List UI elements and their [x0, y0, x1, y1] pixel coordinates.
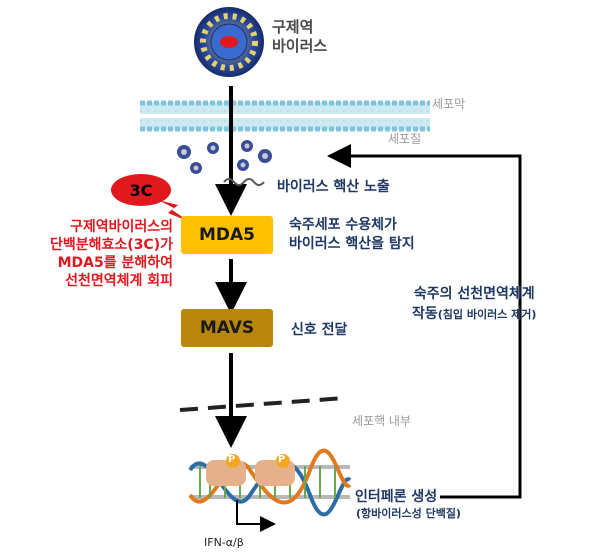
protease-3c-badge: 3C — [111, 174, 171, 206]
nucleus-inside-label: 세포핵 내부 — [352, 414, 412, 428]
virus-particle-icon — [194, 7, 264, 77]
protease-line3: MDA5를 분해하여 — [57, 255, 173, 271]
nuclear-membrane — [179, 396, 346, 412]
transcription-start-arrow — [236, 500, 276, 532]
protease-line2: 단백분해효소(3C)가 — [50, 237, 173, 253]
phospho-label-2: P — [278, 454, 286, 465]
virus-fragments-icon — [177, 140, 272, 174]
mda5-desc-line1: 숙주세포 수용체가 — [289, 217, 397, 233]
interferon-title: 인터페론 생성 — [355, 489, 438, 505]
interferon-subtitle: (항바이러스성 단백질) — [356, 507, 461, 520]
virus-label-line1: 구제역 — [272, 18, 314, 36]
feedback-line1: 숙주의 선천면역체계 — [413, 286, 535, 302]
feedback-line2-small: (침입 바이러스 제거) — [437, 308, 537, 321]
virus-label-line2: 바이러스 — [272, 37, 328, 55]
mavs-box: MAVS — [181, 309, 273, 347]
protease-line1: 구제역바이러스의 — [69, 219, 173, 235]
protease-description: 구제역바이러스의 단백분해효소(3C)가 MDA5를 분해하여 선천면역체계 회… — [5, 218, 173, 290]
membrane-label: 세포막 — [432, 97, 466, 111]
phospho-label-1: P — [228, 454, 236, 465]
cleavage-lightning-icon — [158, 200, 190, 222]
viral-rna-icon — [223, 178, 265, 186]
feedback-arrow — [327, 144, 522, 499]
mda5-box: MDA5 — [181, 216, 273, 254]
cytoplasm-label: 세포질 — [388, 132, 422, 146]
transcription-factor-1 — [206, 460, 246, 486]
cell-membrane — [140, 100, 430, 132]
mavs-description: 신호 전달 — [291, 322, 348, 338]
phospho-icon-1 — [226, 454, 240, 468]
feedback-line2: 작동 — [412, 306, 438, 322]
phospho-icon-2 — [276, 454, 290, 468]
protease-line4: 선천면역체계 회피 — [65, 273, 173, 289]
virus-label: 구제역 바이러스 — [272, 18, 327, 56]
mda5-desc-line2: 바이러스 핵산을 탐지 — [289, 236, 415, 252]
feedback-label: 숙주의 선천면역체계 작동(침입 바이러스 제거) — [412, 284, 536, 325]
mda5-description: 숙주세포 수용체가 바이러스 핵산을 탐지 — [289, 216, 415, 254]
gene-label: IFN-α/β — [204, 536, 244, 549]
exposure-label: 바이러스 핵산 노출 — [277, 179, 390, 195]
